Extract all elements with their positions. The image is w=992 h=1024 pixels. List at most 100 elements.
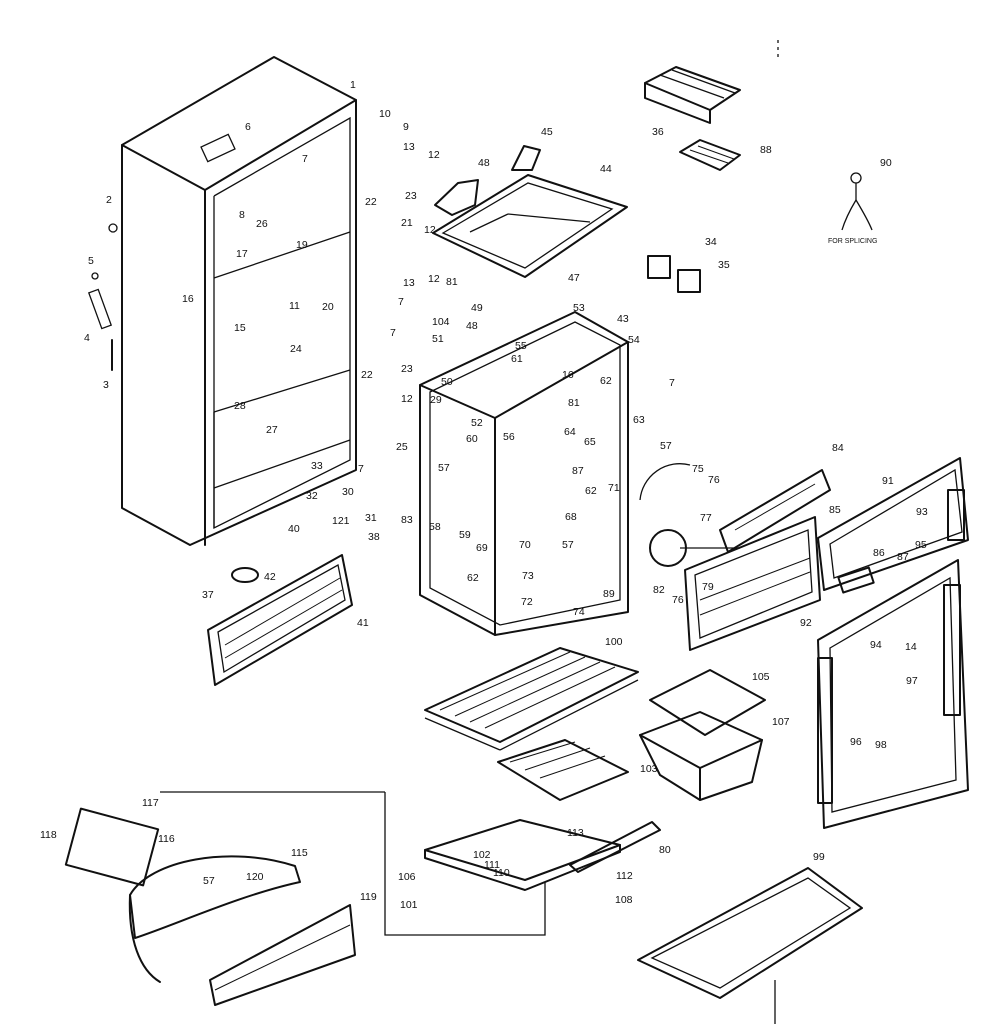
callout-87: 87 (572, 465, 584, 477)
callout-12b: 12 (424, 224, 436, 236)
callout-25: 25 (396, 441, 408, 453)
callout-112: 112 (616, 870, 633, 882)
note-for-splicing: FOR SPLICING (828, 238, 877, 245)
callout-29: 29 (430, 394, 442, 406)
callout-104: 104 (432, 316, 450, 328)
callout-102: 102 (473, 849, 491, 861)
callout-48: 48 (478, 157, 490, 169)
callout-63: 63 (633, 414, 645, 426)
freezer-shelf-44 (432, 174, 628, 278)
callout-86: 86 (873, 547, 885, 559)
callout-117: 117 (142, 797, 159, 809)
callout-50: 50 (441, 376, 453, 388)
callout-5: 5 (88, 255, 94, 267)
callout-7a: 7 (302, 153, 308, 165)
callout-53: 53 (573, 302, 585, 314)
crisper-107 (639, 711, 763, 801)
callout-61b: 81 (568, 397, 580, 409)
part-37 (231, 567, 259, 583)
callout-3: 3 (103, 379, 109, 391)
callout-32: 32 (306, 490, 318, 502)
drip-tray-99 (637, 867, 863, 999)
callout-57d: 57 (203, 875, 215, 887)
callout-98: 98 (875, 739, 887, 751)
callout-57a: 57 (660, 440, 672, 452)
callout-115: 115 (291, 847, 308, 859)
callout-75: 75 (692, 463, 704, 475)
callout-77: 77 (700, 512, 712, 524)
callout-52: 52 (471, 417, 483, 429)
callout-49: 49 (471, 302, 483, 314)
callout-7d: 7 (358, 463, 364, 475)
callout-84: 84 (832, 442, 844, 454)
ice-bin-36 (644, 66, 741, 124)
callout-7b: 7 (398, 296, 404, 308)
callout-35: 35 (718, 259, 730, 271)
callout-82: 82 (653, 584, 665, 596)
callout-65: 65 (584, 436, 596, 448)
handle-assembly (87, 223, 118, 371)
crisper-cover-105 (649, 669, 766, 736)
callout-62b: 62 (585, 485, 597, 497)
ice-tray-88 (679, 139, 741, 171)
callout-16b: 16 (562, 369, 574, 381)
panel-84 (719, 469, 831, 553)
callout-101: 101 (400, 899, 418, 911)
callout-16: 16 (182, 293, 194, 305)
callout-105: 105 (752, 671, 770, 683)
callout-121: 121 (332, 515, 350, 527)
callout-48b: 48 (466, 320, 478, 332)
callout-38: 38 (368, 531, 380, 543)
callout-81: 81 (446, 276, 458, 288)
callout-113: 113 (567, 827, 584, 839)
callout-108: 108 (615, 894, 633, 906)
callout-69: 69 (476, 542, 488, 554)
callout-19: 19 (296, 239, 308, 251)
bin-assembly (64, 791, 546, 1006)
part-48-top (434, 179, 479, 216)
fresh-door (817, 559, 969, 829)
callout-51: 51 (432, 333, 444, 345)
callout-56: 56 (503, 431, 515, 443)
callout-76b: 76 (672, 594, 684, 606)
callout-9: 9 (403, 121, 409, 133)
callout-61a: 61 (511, 353, 523, 365)
callout-20: 20 (322, 301, 334, 313)
callout-62a: 62 (600, 375, 612, 387)
callout-96: 96 (850, 736, 862, 748)
callout-91: 91 (882, 475, 894, 487)
callout-97: 97 (906, 675, 918, 687)
callout-4: 4 (84, 332, 90, 344)
callout-59: 59 (459, 529, 471, 541)
callout-44: 44 (600, 163, 612, 175)
callout-12c: 12 (428, 273, 440, 285)
callout-58: 58 (429, 521, 441, 533)
callout-89: 89 (603, 588, 615, 600)
callout-15: 15 (234, 322, 246, 334)
panel-85 (684, 516, 821, 651)
gasket-93 (947, 489, 965, 541)
callout-120: 120 (246, 871, 264, 883)
callout-14: 14 (905, 641, 917, 653)
callout-12d: 12 (401, 393, 413, 405)
callout-57c: 57 (562, 539, 574, 551)
callout-74: 74 (573, 606, 585, 618)
callout-92: 92 (800, 617, 812, 629)
callout-6: 6 (245, 121, 251, 133)
callout-13b: 13 (403, 277, 415, 289)
callout-70: 70 (519, 539, 531, 551)
shelf-103 (497, 739, 629, 801)
callout-23b: 23 (401, 363, 413, 375)
callout-30: 30 (342, 486, 354, 498)
fan-assembly (639, 463, 740, 567)
callout-72: 72 (521, 596, 533, 608)
callout-57b: 57 (438, 462, 450, 474)
callout-37: 37 (202, 589, 214, 601)
callout-68: 68 (565, 511, 577, 523)
callout-24: 24 (290, 343, 302, 355)
callout-62c: 62 (467, 572, 479, 584)
callout-55: 55 (515, 340, 527, 352)
callout-119: 119 (360, 891, 377, 903)
part-86 (837, 566, 875, 594)
